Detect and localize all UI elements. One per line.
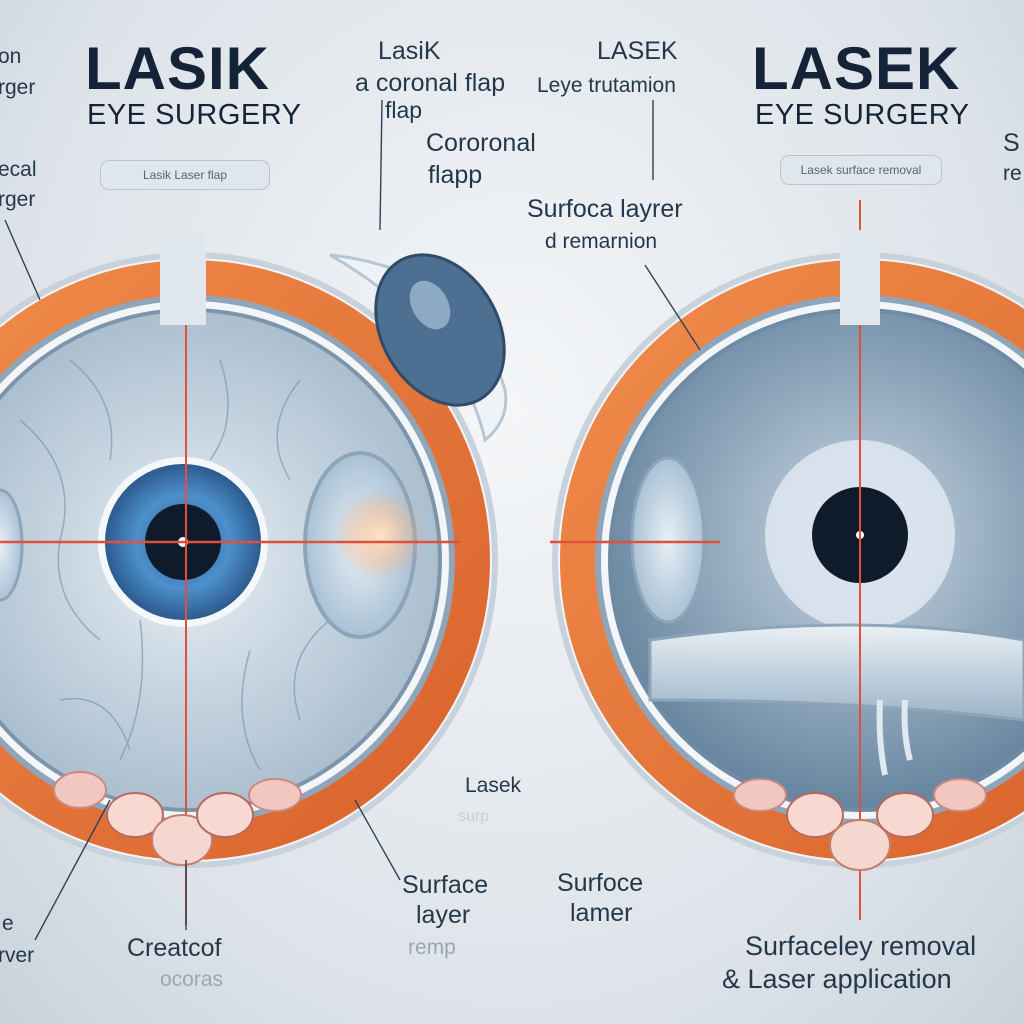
lasik-subtitle: EYE SURGERY bbox=[87, 99, 302, 131]
lasek-surface-layer-label: Surfoca layrer bbox=[527, 195, 683, 223]
lasik-pill-label: Lasik Laser flap bbox=[100, 160, 270, 190]
lasek-surfoce-label: Surfoce bbox=[557, 869, 644, 897]
lasik-bottom-left-2: rver bbox=[0, 944, 35, 967]
lasek-subtitle: EYE SURGERY bbox=[755, 99, 970, 131]
lasek-lamer-label: lamer bbox=[570, 899, 633, 927]
lasik-edge-top-1: on bbox=[0, 45, 22, 68]
lasik-edge-mid-2: rger bbox=[0, 188, 36, 211]
lasik-surface-label-3: remp bbox=[408, 936, 456, 959]
leader-lines bbox=[4, 99, 701, 941]
lasek-treatment-label: Leye trutamion bbox=[537, 74, 676, 97]
lasik-flap-word: flap bbox=[385, 97, 423, 123]
lasik-create-label-2: ocoras bbox=[160, 968, 224, 991]
lasek-pill-label: Lasek surface removal bbox=[780, 155, 942, 185]
lasik-flap-label: a coronal flap bbox=[355, 69, 506, 97]
lasik-flap-label-3: flapp bbox=[428, 161, 483, 189]
lasek-top-label: LASEK bbox=[597, 37, 678, 65]
lasik-create-label-1: Creatcof bbox=[127, 934, 222, 962]
lasik-eye-cross-section bbox=[0, 230, 508, 925]
lasik-flap-label-2: Cororonal bbox=[426, 129, 536, 157]
lasik-title: LASIK bbox=[85, 35, 270, 102]
lasik-edge-top-2: rger bbox=[0, 76, 36, 99]
lasek-bottom-tissue bbox=[733, 778, 987, 871]
lasik-surface-label-2: layer bbox=[416, 901, 471, 929]
lasek-edge-1: S bbox=[1003, 129, 1020, 157]
lasek-title: LASEK bbox=[752, 35, 961, 102]
lasek-removal-label: d remarnion bbox=[545, 230, 658, 253]
lasek-bottom-line-1: Surfaceley removal bbox=[745, 931, 977, 961]
lasek-eye-cross-section bbox=[550, 200, 1024, 920]
lasek-edge-2: re bbox=[1003, 162, 1022, 185]
lasek-center-label: Lasek bbox=[465, 774, 522, 797]
lasik-top-label: LasiK bbox=[378, 37, 441, 65]
lasik-bottom-tissue bbox=[53, 771, 302, 866]
lasek-center-faint: surp bbox=[458, 808, 490, 825]
lasik-surface-label-1: Surface bbox=[402, 871, 489, 899]
lasik-bottom-left-1: e bbox=[2, 912, 14, 935]
lasek-bottom-line-2: & Laser application bbox=[722, 964, 952, 994]
lasik-edge-mid-1: ecal bbox=[0, 158, 37, 181]
